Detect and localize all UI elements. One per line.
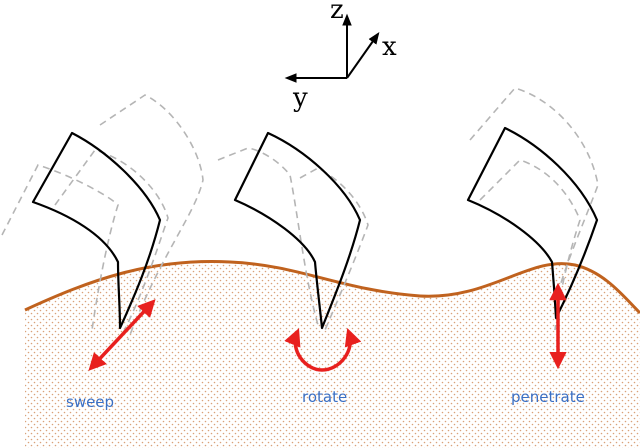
penetrate-ghost-upper — [469, 87, 599, 301]
rotate-ghost-left — [217, 147, 319, 326]
sweep-label: sweep — [66, 393, 114, 411]
rotate-ghost-right — [299, 167, 369, 331]
penetrate-label: penetrate — [511, 388, 585, 406]
x-axis-label: x — [382, 32, 397, 62]
sweep-ghost-outlines — [1, 94, 204, 341]
rotate-label: rotate — [302, 388, 347, 406]
y-axis-label: y — [292, 83, 308, 113]
soil-region — [25, 261, 640, 448]
coordinate-axes: z x y — [284, 0, 397, 113]
x-axis — [346, 32, 380, 79]
tool-sweep-group: sweep — [1, 94, 204, 411]
tool-rotate-outline — [233, 131, 362, 330]
rotate-ghost-outlines — [217, 147, 369, 331]
rotate-arrow — [284, 328, 362, 372]
sweep-arrow — [88, 299, 156, 371]
soil-surface-line — [24, 260, 640, 315]
z-axis-label: z — [330, 0, 344, 25]
sweep-ghost-left — [1, 164, 119, 331]
tool-rotate-group: rotate — [217, 131, 369, 406]
tool-penetrate-group: penetrate — [466, 87, 599, 406]
sweep-ghost-right — [99, 94, 204, 341]
sweep-ghost-mid — [54, 149, 169, 336]
